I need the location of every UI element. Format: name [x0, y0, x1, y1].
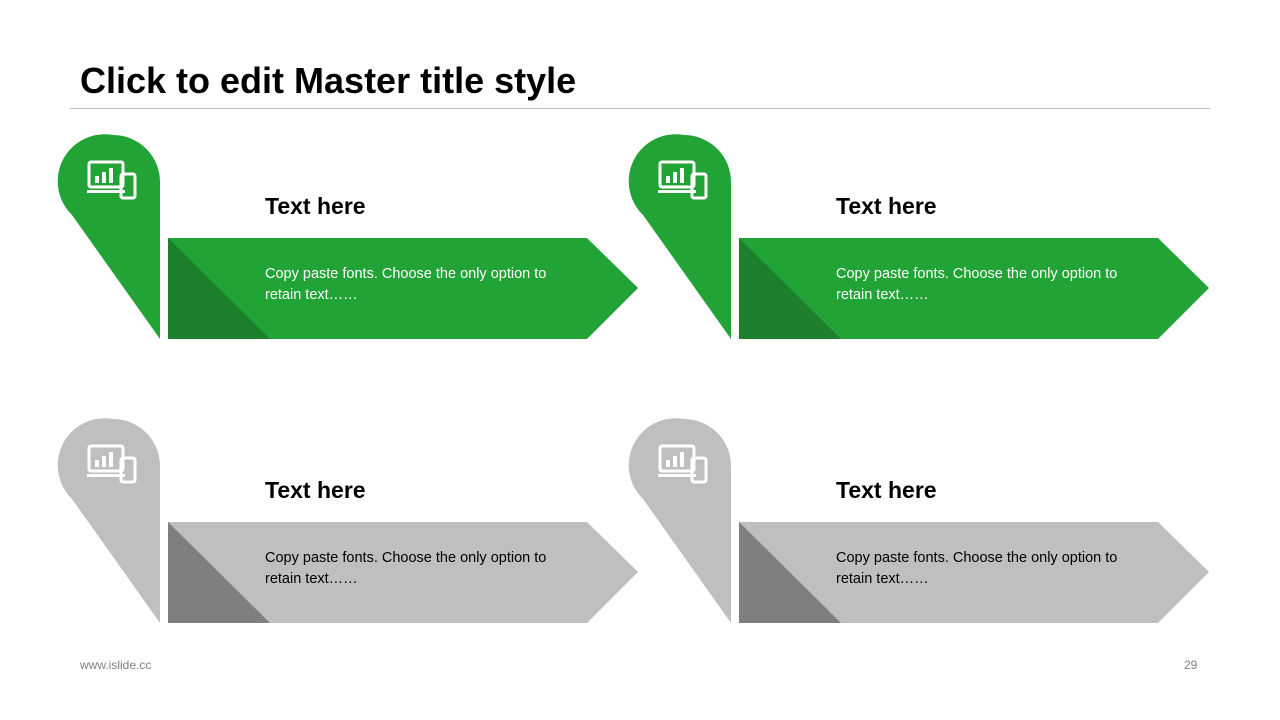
block-graphic: [57, 418, 638, 623]
block-graphic: [628, 418, 1209, 623]
page-number: 29: [1184, 658, 1198, 672]
block-heading[interactable]: Text here: [265, 193, 366, 219]
arrow-corner-shade: [168, 238, 270, 339]
arrow-banner-shape: [168, 238, 638, 339]
info-block-1: Text here Copy paste fonts. Choose the o…: [57, 134, 645, 345]
block-heading[interactable]: Text here: [836, 477, 937, 503]
info-block-3: Text here Copy paste fonts. Choose the o…: [57, 418, 645, 629]
slide-title[interactable]: Click to edit Master title style: [80, 60, 577, 101]
block-body-text[interactable]: Copy paste fonts. Choose the only option…: [836, 550, 1118, 587]
block-graphic: [57, 134, 638, 339]
arrow-banner-shape: [739, 522, 1209, 623]
arrow-corner-shade: [739, 238, 841, 339]
info-block-4: Text here Copy paste fonts. Choose the o…: [628, 418, 1216, 629]
footer-url[interactable]: www.islide.cc: [80, 658, 152, 672]
devices-chart-icon: [87, 444, 137, 484]
block-body-text[interactable]: Copy paste fonts. Choose the only option…: [265, 550, 547, 587]
block-body-text[interactable]: Copy paste fonts. Choose the only option…: [265, 266, 547, 303]
block-graphic: [628, 134, 1209, 339]
block-heading[interactable]: Text here: [836, 193, 937, 219]
devices-chart-icon: [658, 444, 708, 484]
block-body-text[interactable]: Copy paste fonts. Choose the only option…: [836, 266, 1118, 303]
info-block-2: Text here Copy paste fonts. Choose the o…: [628, 134, 1216, 345]
arrow-banner-shape: [168, 522, 638, 623]
devices-chart-icon: [87, 160, 137, 200]
title-divider: [70, 108, 1210, 109]
devices-chart-icon: [658, 160, 708, 200]
arrow-corner-shade: [168, 522, 270, 623]
arrow-corner-shade: [739, 522, 841, 623]
block-heading[interactable]: Text here: [265, 477, 366, 503]
arrow-banner-shape: [739, 238, 1209, 339]
